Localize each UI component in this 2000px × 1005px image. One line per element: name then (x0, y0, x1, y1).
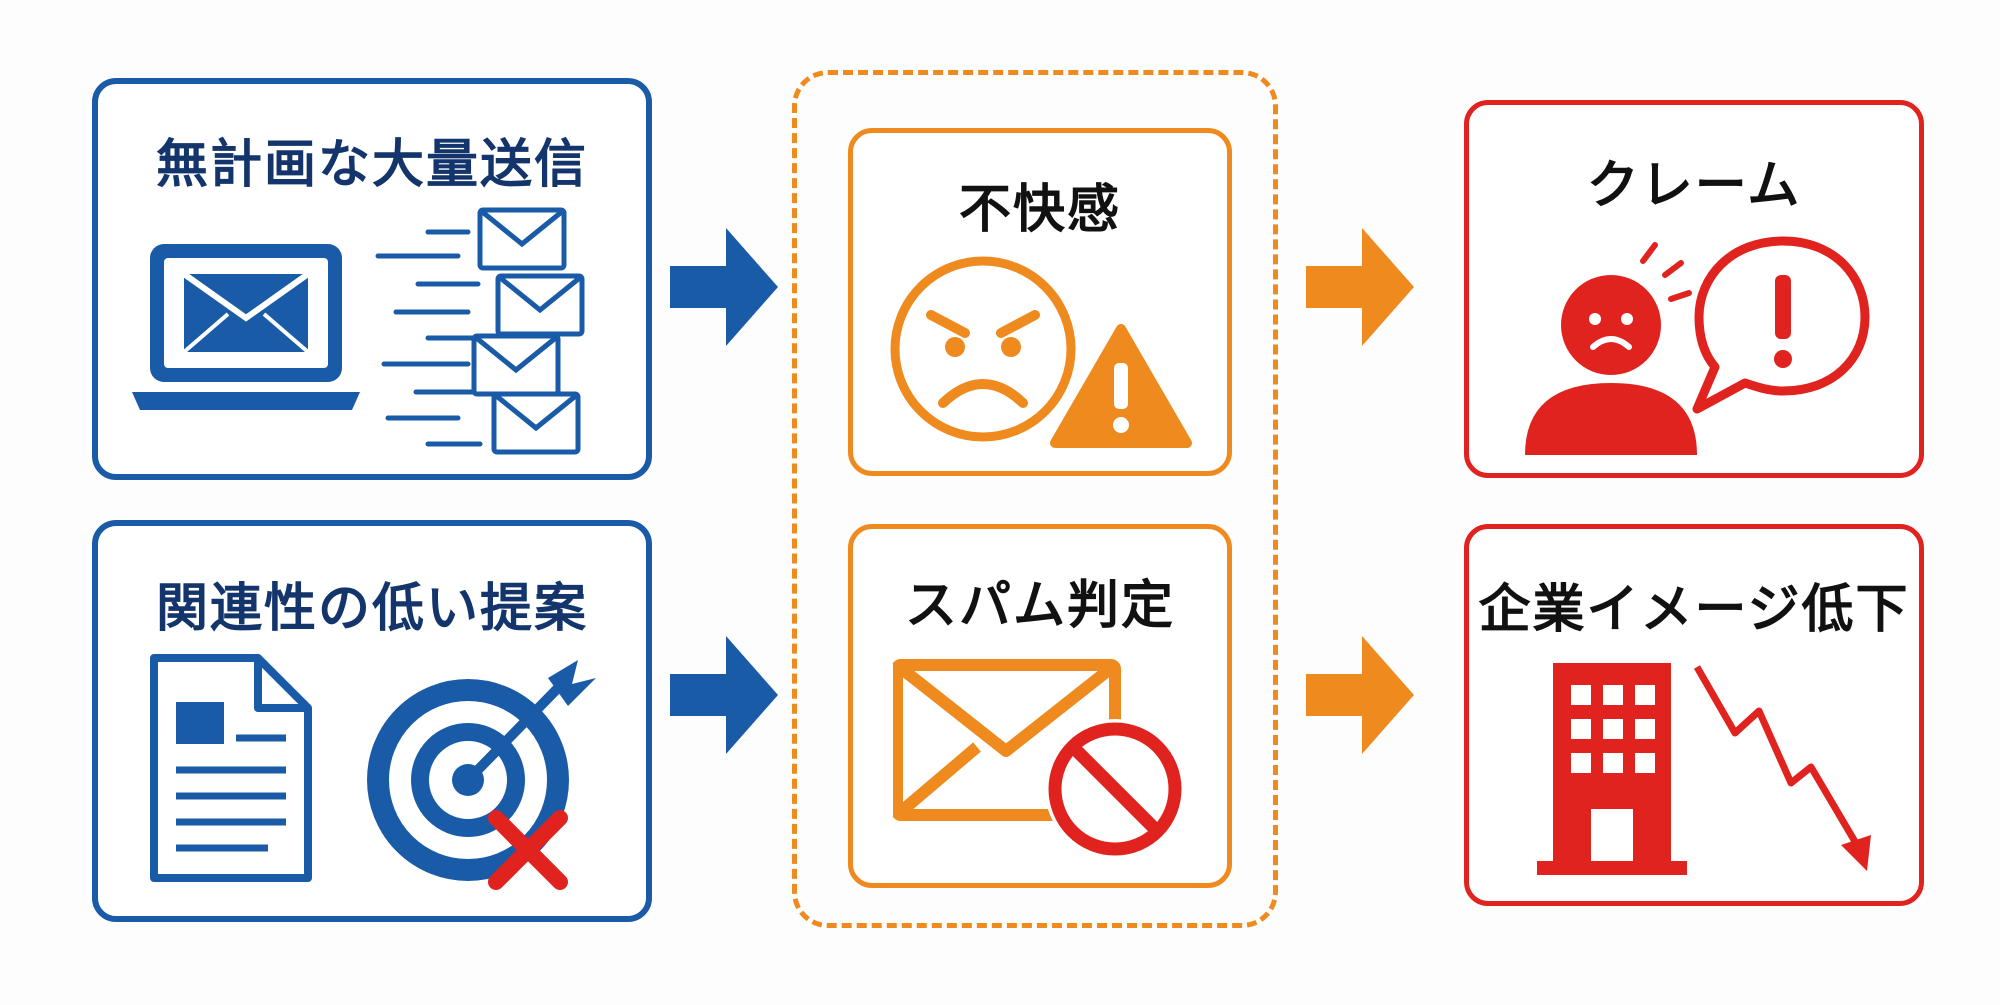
reaction-group (792, 70, 1278, 928)
cause-title-low-relevance: 関連性の低い提案 (155, 579, 588, 639)
arrow-icon (1306, 636, 1414, 754)
result-box-complaint: クレーム (1464, 100, 1924, 478)
angry-face-warning-icon (890, 256, 1192, 448)
cause-title-mass-send: 無計画な大量送信 (155, 135, 588, 195)
document-target-miss-icon (150, 654, 596, 890)
result-box-brand-damage: 企業イメージ低下 (1464, 524, 1924, 906)
arrow-icon (1306, 228, 1414, 346)
cause-box-mass-send: 無計画な大量送信 (92, 78, 652, 480)
building-decline-icon (1537, 663, 1871, 875)
complaining-person-icon (1525, 236, 1870, 455)
result-title-complaint: クレーム (1586, 156, 1802, 216)
cause-box-low-relevance: 関連性の低い提案 (92, 520, 652, 922)
result-title-brand-damage: 企業イメージ低下 (1478, 580, 1910, 640)
reaction-box-discomfort: 不快感 (848, 128, 1232, 476)
reaction-box-spam: スパム判定 (848, 524, 1232, 888)
email-blocked-icon (893, 659, 1185, 859)
arrow-icon (670, 636, 778, 754)
reaction-title-discomfort: 不快感 (958, 180, 1121, 240)
laptop-mass-email-icon (132, 207, 585, 455)
reaction-title-spam: スパム判定 (904, 576, 1175, 636)
arrow-icon (670, 228, 778, 346)
